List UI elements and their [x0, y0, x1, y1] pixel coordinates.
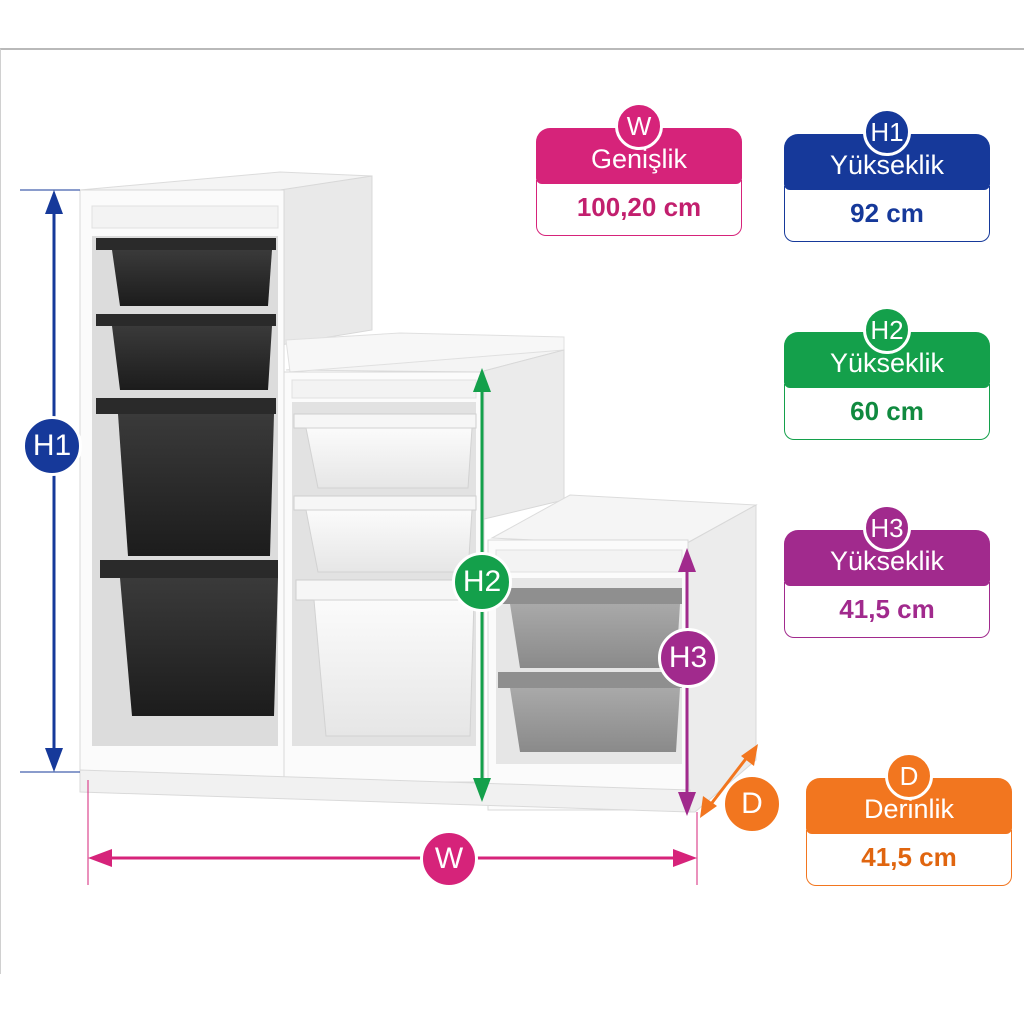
bottom-band: [0, 974, 1024, 1024]
width-card-header: W Genişlik: [536, 102, 742, 184]
height1-card-header: H1 Yükseklik: [784, 108, 990, 190]
height1-card: H1 Yükseklik 92 cm: [784, 108, 990, 242]
width-card-value: 100,20 cm: [536, 180, 742, 236]
height1-card-value: 92 cm: [784, 186, 990, 242]
white-bin: [295, 579, 477, 737]
depth-card: D Derinlik 41,5 cm: [806, 752, 1012, 886]
depth-card-value: 41,5 cm: [806, 830, 1012, 886]
image-frame: [0, 48, 1024, 974]
d-badge: D: [722, 774, 782, 834]
height1-card-badge: H1: [863, 108, 911, 156]
h1-badge: H1: [22, 416, 82, 476]
grey-bin: [498, 588, 682, 668]
shelving-unit: [79, 171, 758, 813]
height3-card: H3 Yükseklik 41,5 cm: [784, 504, 990, 638]
h3-badge: H3: [658, 628, 718, 688]
w-dimension-line: [87, 780, 698, 885]
dark-bin: [96, 314, 276, 390]
depth-card-header: D Derinlik: [806, 752, 1012, 834]
width-card: W Genişlik 100,20 cm: [536, 102, 742, 236]
height3-card-header: H3 Yükseklik: [784, 504, 990, 586]
dark-bin: [100, 560, 278, 716]
height3-card-value: 41,5 cm: [784, 582, 990, 638]
depth-card-badge: D: [885, 752, 933, 800]
h1-dimension-line: [20, 189, 80, 773]
d-dimension-line: [700, 744, 758, 818]
height2-card-header: H2 Yükseklik: [784, 306, 990, 388]
grey-bin: [498, 672, 682, 752]
height2-card-value: 60 cm: [784, 384, 990, 440]
height2-card-badge: H2: [863, 306, 911, 354]
height3-card-badge: H3: [863, 504, 911, 552]
white-bin: [293, 413, 477, 489]
dark-bin: [96, 238, 276, 306]
dark-bin: [96, 398, 276, 556]
white-bin: [293, 495, 477, 573]
width-card-badge: W: [615, 102, 663, 150]
h2-badge: H2: [452, 552, 512, 612]
w-badge: W: [420, 830, 478, 888]
height2-card: H2 Yükseklik 60 cm: [784, 306, 990, 440]
